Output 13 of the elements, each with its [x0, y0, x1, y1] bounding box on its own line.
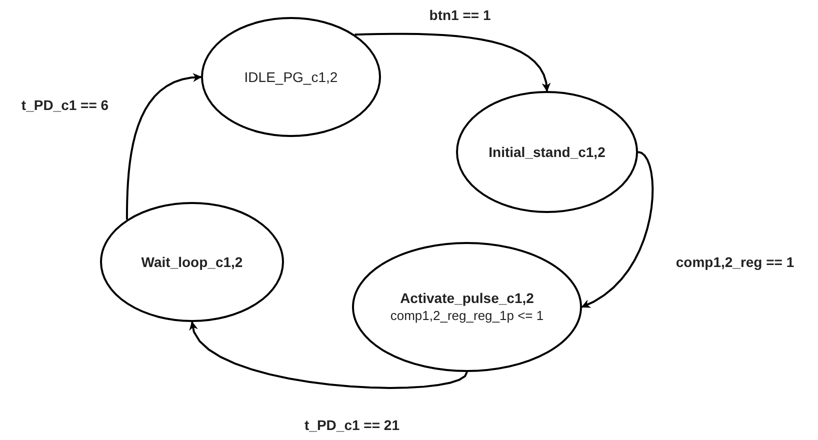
state-name: Initial_stand_c1,2 [488, 144, 606, 160]
edge-label: comp1,2_reg == 1 [674, 254, 796, 270]
state-action: comp1,2_reg_reg_1p <= 1 [390, 307, 544, 324]
state-name: Wait_loop_c1,2 [141, 254, 243, 270]
edge-label: btn1 == 1 [427, 7, 493, 23]
arrow [354, 32, 551, 92]
arrow [189, 321, 468, 389]
edge-label: t_PD_c1 == 6 [19, 97, 111, 113]
arrow [126, 73, 202, 220]
arrow [581, 151, 654, 308]
edge-label: t_PD_c1 == 21 [302, 417, 402, 433]
state-name: Activate_pulse_c1,2 [400, 290, 534, 307]
state-name: IDLE_PG_c1,2 [244, 68, 338, 86]
